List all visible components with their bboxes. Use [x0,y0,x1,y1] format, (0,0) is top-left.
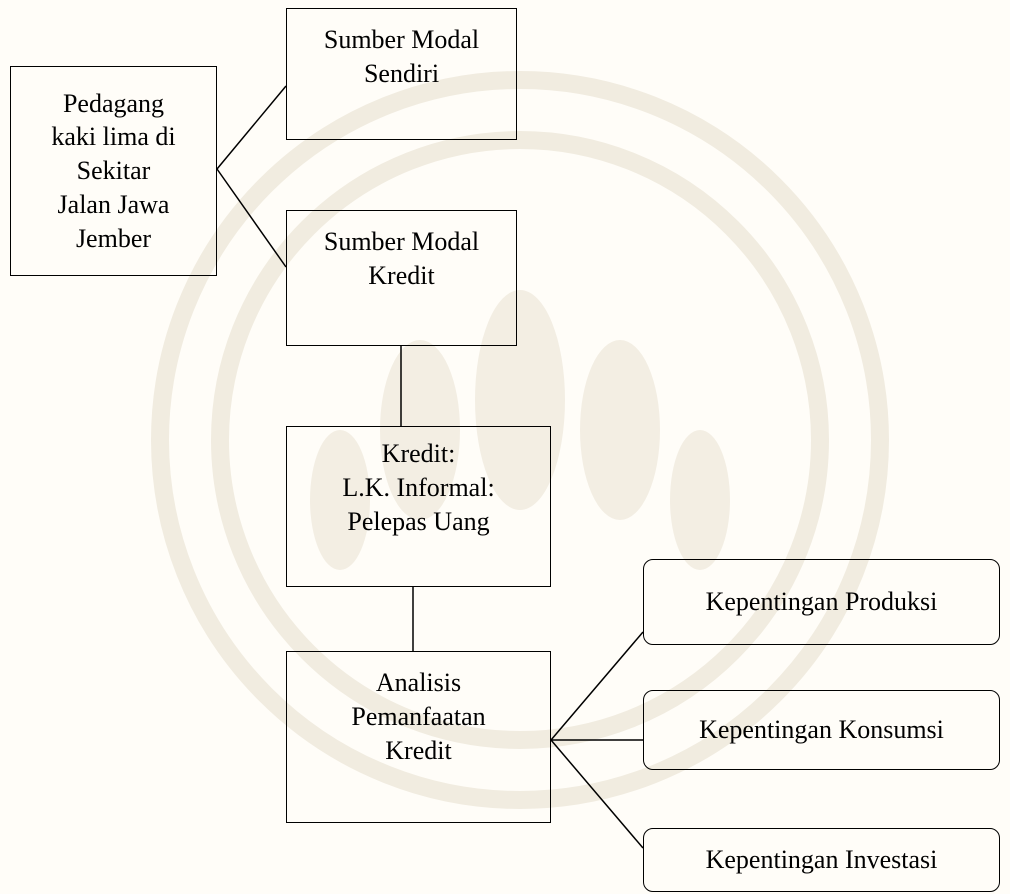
node-konsumsi-label: Kepentingan Konsumsi [699,715,944,745]
node-pedagang-label: Pedagang kaki lima di Sekitar Jalan Jawa… [51,88,176,253]
node-kepentingan-produksi: Kepentingan Produksi [643,559,1000,645]
node-sumber-modal-sendiri: Sumber Modal Sendiri [286,8,517,140]
node-pedagang: Pedagang kaki lima di Sekitar Jalan Jawa… [10,66,217,276]
node-analisis-label: Analisis Pemanfaatan Kredit [351,668,486,765]
node-sumber-modal-kredit-label: Sumber Modal Kredit [323,227,480,290]
connector-analisis-produksi [550,631,644,741]
node-kepentingan-investasi: Kepentingan Investasi [643,828,1000,892]
node-kredit-informal: Kredit: L.K. Informal: Pelepas Uang [286,426,551,587]
node-sumber-modal-kredit: Sumber Modal Kredit [286,210,517,346]
connector-pedagang-sendiri [216,85,287,170]
node-kepentingan-konsumsi: Kepentingan Konsumsi [643,690,1000,770]
node-sumber-modal-sendiri-label: Sumber Modal Sendiri [323,25,480,88]
node-produksi-label: Kepentingan Produksi [705,587,938,617]
connector-analisis-investasi [550,739,644,849]
node-analisis-pemanfaatan-kredit: Analisis Pemanfaatan Kredit [286,651,551,823]
node-kredit-informal-label: Kredit: L.K. Informal: Pelepas Uang [342,439,495,536]
node-investasi-label: Kepentingan Investasi [705,845,938,875]
connector-pedagang-kredit [216,168,287,268]
